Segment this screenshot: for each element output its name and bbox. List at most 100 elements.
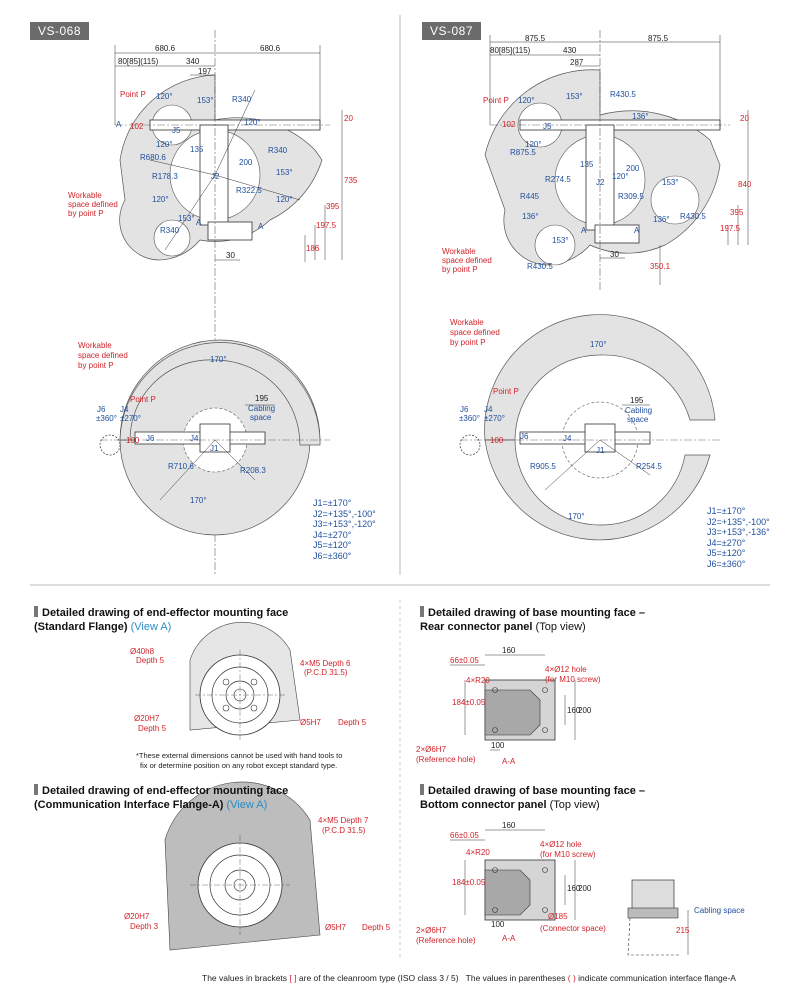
vs087-top-angle-170-top: 170° (590, 340, 607, 349)
rear-panel-title: Detailed drawing of base mounting face – (428, 607, 645, 619)
rp-label-0: 66±0.05 (450, 656, 479, 665)
vs068-top-cabling-1: Cabling (248, 404, 276, 413)
rp-label-7: 200 (578, 706, 592, 715)
vs068-view-a-1: A (116, 120, 122, 129)
standard-flange-subtitle: (Standard Flange) (34, 621, 128, 633)
vs087-top-dim-100: 100 (490, 436, 504, 445)
comm-flange-drawing (164, 781, 321, 951)
rp-label-4: (for M10 screw) (545, 675, 601, 684)
vs068-r340-b: R340 (268, 146, 288, 155)
vs068-r178: R178.3 (152, 172, 178, 181)
vs068-angle-1: 120° (156, 92, 173, 101)
vs068-dim-20: 20 (344, 114, 353, 123)
vs087-top-j4-range: ±270° (484, 414, 505, 423)
vs068-point-p: Point P (120, 90, 146, 99)
vs068-dim-135: 135 (190, 145, 204, 154)
vs068-angle-3: 120° (156, 140, 173, 149)
cf-label-4: Ø5H7 (325, 923, 346, 932)
vs087-dim-350: 350.1 (650, 262, 671, 271)
vs087-dim-287: 287 (570, 58, 584, 67)
vs087-dim-30: 30 (610, 250, 619, 259)
vs087-j4-range: J4=±270° (707, 537, 746, 548)
vs068-j5-range: J5=±120° (313, 540, 352, 550)
comm-flange-title: Detailed drawing of end-effector mountin… (42, 785, 289, 797)
bp-label-8: 2×Ø6H7 (416, 926, 447, 935)
rear-panel-view: (Top view) (535, 621, 586, 633)
comm-flange-view: (View A) (226, 799, 268, 811)
footer-paren-mark: ( ) (567, 973, 576, 983)
vs087-top-angle-170-bottom: 170° (568, 512, 585, 521)
vs087-angle-1: 120° (518, 96, 535, 105)
vs068-workable-1: Workable (68, 191, 102, 200)
vs087-workable-3: by point P (442, 265, 478, 274)
vs068-side-dims (114, 45, 343, 262)
vs087-dim-430: 430 (563, 46, 577, 55)
vs068-top-angle-170-top: 170° (210, 355, 227, 364)
vs087-top-workable-2: space defined (450, 328, 500, 337)
sf-note-2: fix or determine position on any robot e… (140, 761, 338, 770)
vs068-top-cabling-2: space (250, 413, 272, 422)
vs068-top-r-inner: R208.3 (240, 466, 266, 475)
vs087-r274: R274.5 (545, 175, 571, 184)
vs068-angle-7: 153° (178, 214, 195, 223)
vs068-dim-680-left: 680.6 (155, 44, 176, 53)
vs087-workable-1: Workable (442, 247, 476, 256)
cf-label-5: Depth 5 (362, 923, 391, 932)
vs068-view-a-2: A (196, 218, 202, 227)
bottom-panel-subtitle: Bottom connector panel (420, 799, 547, 811)
bp-label-2: 4×R20 (466, 848, 490, 857)
footer-note: The values in brackets [ ] are of the cl… (202, 973, 736, 983)
vs068-angle-6: 120° (152, 195, 169, 204)
vs068-dim-395: 395 (326, 202, 340, 211)
vs087-r430-c: R430.5 (527, 262, 553, 271)
vs068-dim-197-5: 197.5 (316, 221, 337, 230)
bottom-panel-title: Detailed drawing of base mounting face – (428, 785, 645, 797)
vs087-top-j6: J6 (460, 405, 469, 414)
vs068-r340-c: R340 (160, 226, 180, 235)
vs087-r875: R875.5 (510, 148, 536, 157)
vs087-dim-102: 102 (502, 120, 516, 129)
rp-label-9: (Reference hole) (416, 755, 476, 764)
vs087-top-workable-3: by point P (450, 338, 486, 347)
vs068-j4-range: J4=±270° (313, 529, 352, 540)
vs068-top-j4-range: ±270° (120, 414, 141, 423)
bp-label-10: 100 (491, 920, 505, 929)
vs068-top-r-outer: R710.6 (168, 462, 194, 471)
bp-label-15: Cabling space (694, 906, 745, 915)
vs068-dim-80: 80[85](115) (118, 57, 159, 66)
vs087-angle-6: 136° (653, 215, 670, 224)
vs087-side-envelope (484, 30, 730, 290)
footer-bracket-mark: [ ] (289, 973, 297, 983)
rp-label-5: 184±0.05 (452, 698, 486, 707)
vs068-top-workable-2: space defined (78, 351, 128, 360)
rp-label-1: 160 (502, 646, 516, 655)
vs068-r340-a: R340 (232, 95, 252, 104)
cf-label-2: Ø20H7 (124, 912, 150, 921)
vs087-angle-8: 153° (552, 236, 569, 245)
vs068-top-point-p: Point P (130, 395, 156, 404)
vs087-angle-2: 153° (566, 92, 583, 101)
vs068-top-workable-1: Workable (78, 341, 112, 350)
vs068-dim-186: 186 (306, 244, 320, 253)
vs087-dim-200: 200 (626, 164, 640, 173)
bp-label-1: 160 (502, 821, 516, 830)
vs087-j2: J2 (596, 178, 605, 187)
vs087-top-cabling-1: Cabling (625, 406, 653, 415)
footer-part1: The values in brackets (202, 973, 288, 983)
vs087-j2-range: J2=+135°,-100° (707, 516, 770, 527)
vs087-dim-197-5: 197.5 (720, 224, 741, 233)
sf-label-6: Ø5H7 (300, 718, 321, 727)
vs087-top-r-outer: R905.5 (530, 462, 556, 471)
vs087-top-cabling-2: space (627, 415, 649, 424)
vs087-dim-875-right: 875.5 (648, 34, 669, 43)
vs087-dim-20: 20 (740, 114, 749, 123)
rp-label-8: 2×Ø6H7 (416, 745, 447, 754)
sf-label-3: (P.C.D 31.5) (304, 668, 348, 677)
sf-note-1: *These external dimensions cannot be use… (136, 751, 343, 760)
bottom-panel-drawing (450, 829, 689, 956)
vs087-r430-b: R430.5 (680, 212, 706, 221)
bp-label-3: 4×Ø12 hole (540, 840, 582, 849)
bp-label-7: 200 (578, 884, 592, 893)
vs068-dim-102: 102 (130, 122, 144, 131)
bp-label-6: 160 (567, 884, 581, 893)
